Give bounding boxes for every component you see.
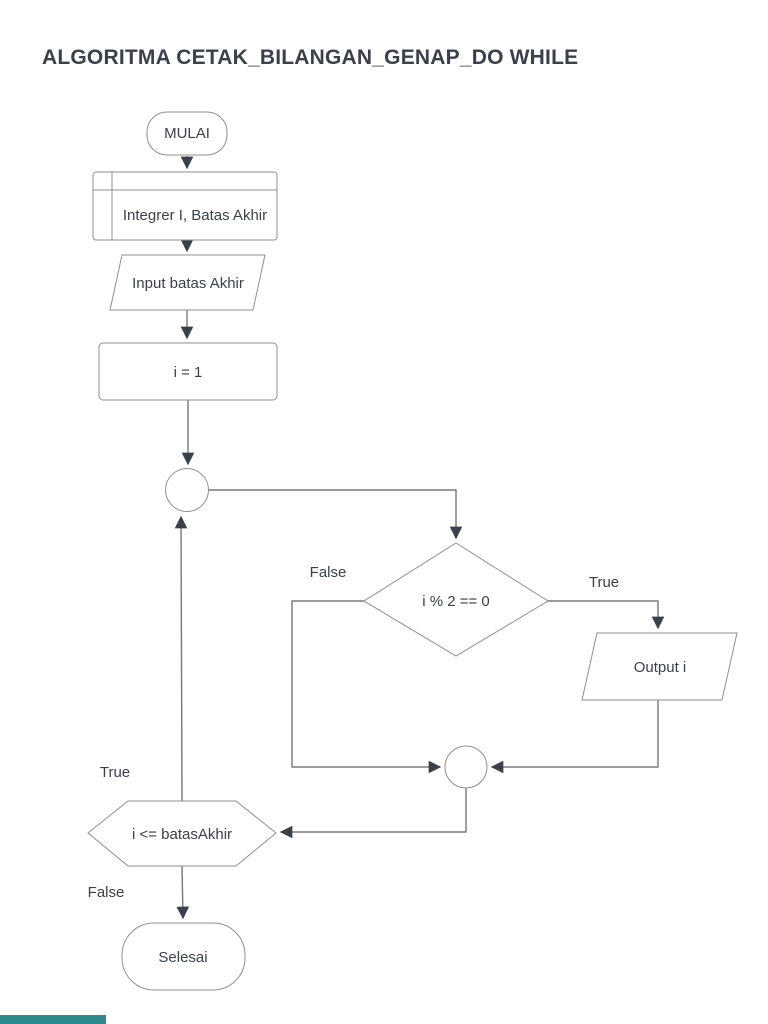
- edge-decision-false-to-merge: [291, 600, 442, 774]
- edge-loop-condition-true-up: [174, 515, 188, 802]
- end-label: Selesai: [158, 949, 207, 966]
- label-even-true: True: [589, 574, 619, 591]
- label-loop-true: True: [100, 764, 130, 781]
- output-parallelogram: Output i: [581, 632, 738, 701]
- label-even-false: False: [310, 564, 347, 581]
- loop-connector-circle: [165, 468, 209, 512]
- input-parallelogram: Input batas Akhir: [109, 254, 266, 311]
- merge-connector-circle: [444, 745, 488, 789]
- edge-loop-condition-false-to-end: [176, 865, 190, 920]
- page-title: ALGORITMA CETAK_BILANGAN_GENAP_DO WHILE: [42, 46, 579, 69]
- edge-loop-connector-to-decision: [209, 489, 463, 540]
- edge-decision-true-to-output: [548, 600, 665, 630]
- edge-output-to-merge: [490, 700, 659, 774]
- end-terminator: Selesai: [121, 922, 246, 991]
- start-terminator: MULAI: [146, 111, 228, 156]
- output-label: Output i: [634, 659, 687, 676]
- declaration-label: Integrer I, Batas Akhir: [123, 207, 267, 224]
- flowchart-edges: [174, 156, 665, 920]
- decision-diamond: i % 2 == 0: [363, 542, 549, 657]
- start-label: MULAI: [164, 125, 210, 142]
- loop-condition-hexagon: i <= batasAkhir: [87, 800, 277, 867]
- declaration-box: Integrer I, Batas Akhir: [92, 171, 278, 241]
- init-label: i = 1: [174, 364, 203, 381]
- init-process: i = 1: [98, 342, 278, 401]
- bottom-accent-bar: [0, 1015, 106, 1024]
- edge-merge-to-loop-condition: [279, 788, 467, 839]
- label-loop-false: False: [88, 884, 125, 901]
- decision-label: i % 2 == 0: [422, 593, 490, 610]
- loop-condition-label: i <= batasAkhir: [132, 826, 232, 843]
- input-label: Input batas Akhir: [132, 275, 244, 292]
